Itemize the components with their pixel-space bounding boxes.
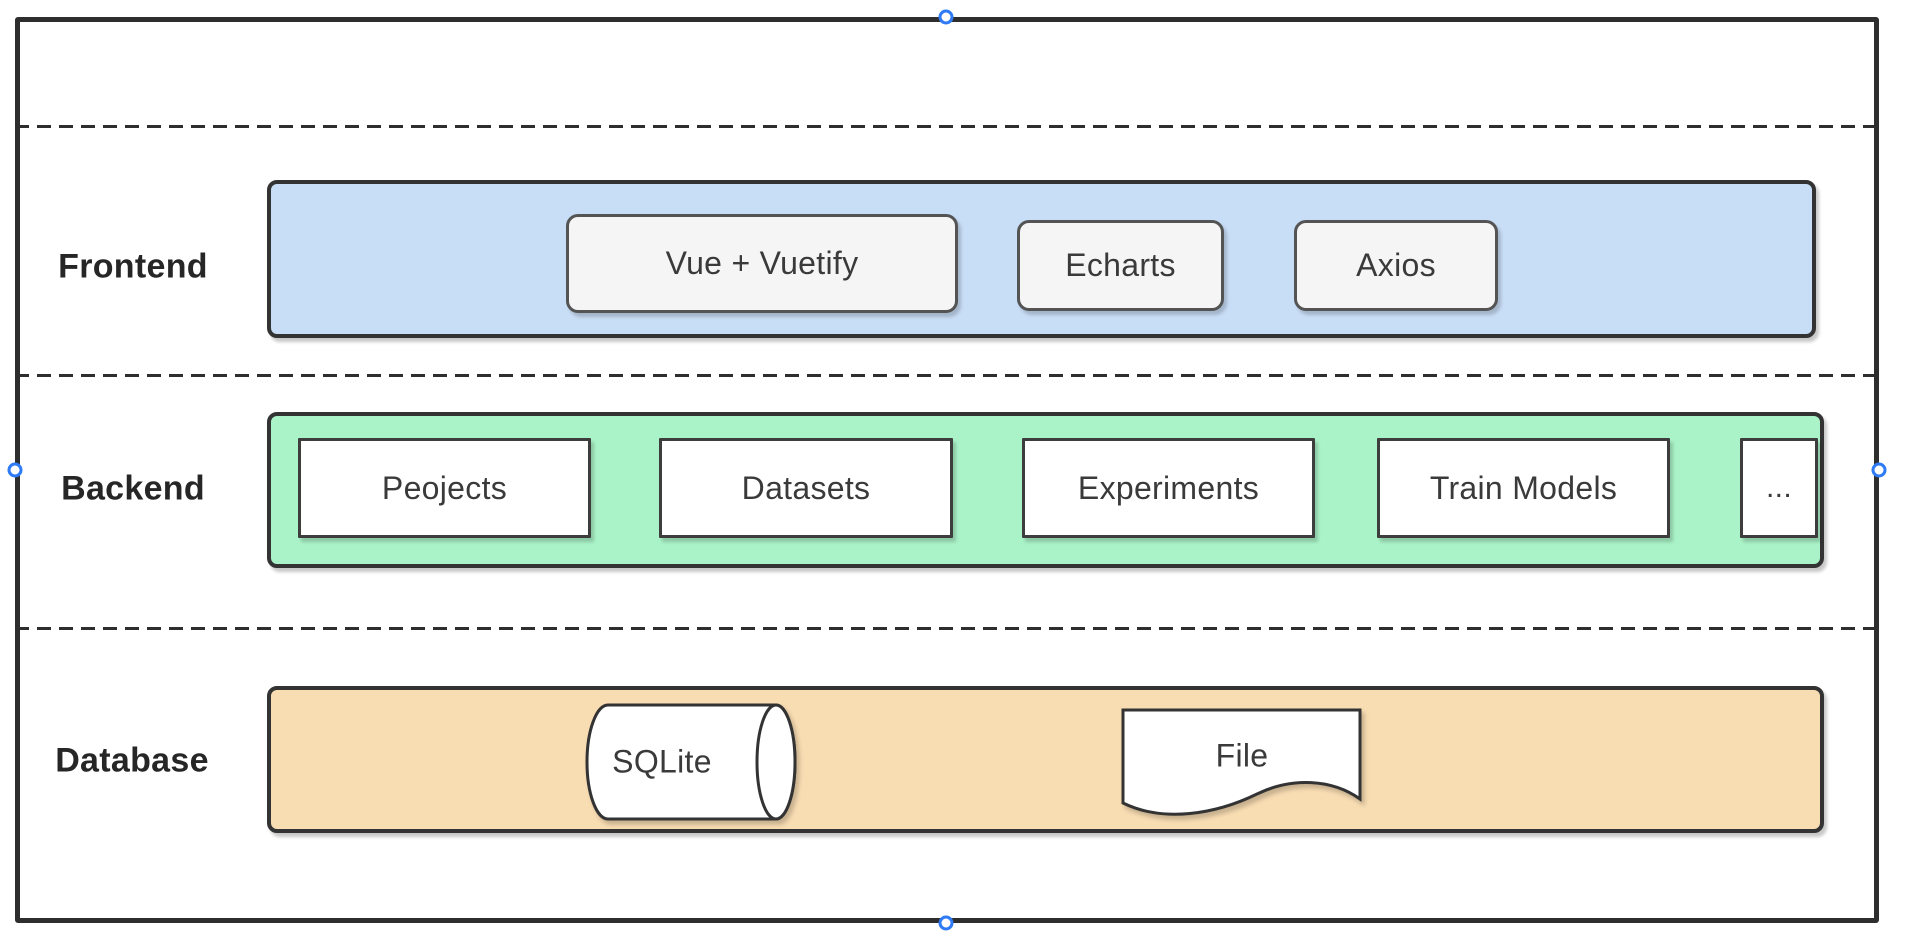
cylinder-shape[interactable]: [575, 695, 815, 830]
selection-handle-left[interactable]: [7, 462, 23, 478]
selection-handle-right[interactable]: [1871, 462, 1887, 478]
node-echarts[interactable]: Echarts: [1017, 220, 1224, 311]
selection-handle-top[interactable]: [938, 9, 954, 25]
selection-handle-bottom[interactable]: [938, 915, 954, 931]
section-divider-bottom: [15, 627, 1879, 630]
node-axios[interactable]: Axios: [1294, 220, 1498, 311]
database-band-shape[interactable]: [267, 686, 1824, 833]
node-train-models[interactable]: Train Models: [1377, 438, 1670, 538]
node-more[interactable]: ...: [1740, 438, 1818, 538]
node-projects[interactable]: Peojects: [298, 438, 591, 538]
node-vue-vuetify[interactable]: Vue + Vuetify: [566, 214, 958, 313]
document-shape[interactable]: [1110, 700, 1380, 835]
node-sqlite-label: SQLite: [612, 743, 712, 780]
frontend-band-shape[interactable]: [267, 180, 1816, 338]
database-lane-label: Database: [55, 741, 209, 780]
backend-lane-label: Backend: [61, 469, 205, 508]
section-divider-middle: [15, 374, 1879, 377]
node-file-label: File: [1215, 737, 1269, 774]
node-datasets[interactable]: Datasets: [659, 438, 953, 538]
node-experiments[interactable]: Experiments: [1022, 438, 1315, 538]
section-divider-top: [15, 125, 1879, 128]
frontend-lane-label: Frontend: [58, 247, 208, 286]
